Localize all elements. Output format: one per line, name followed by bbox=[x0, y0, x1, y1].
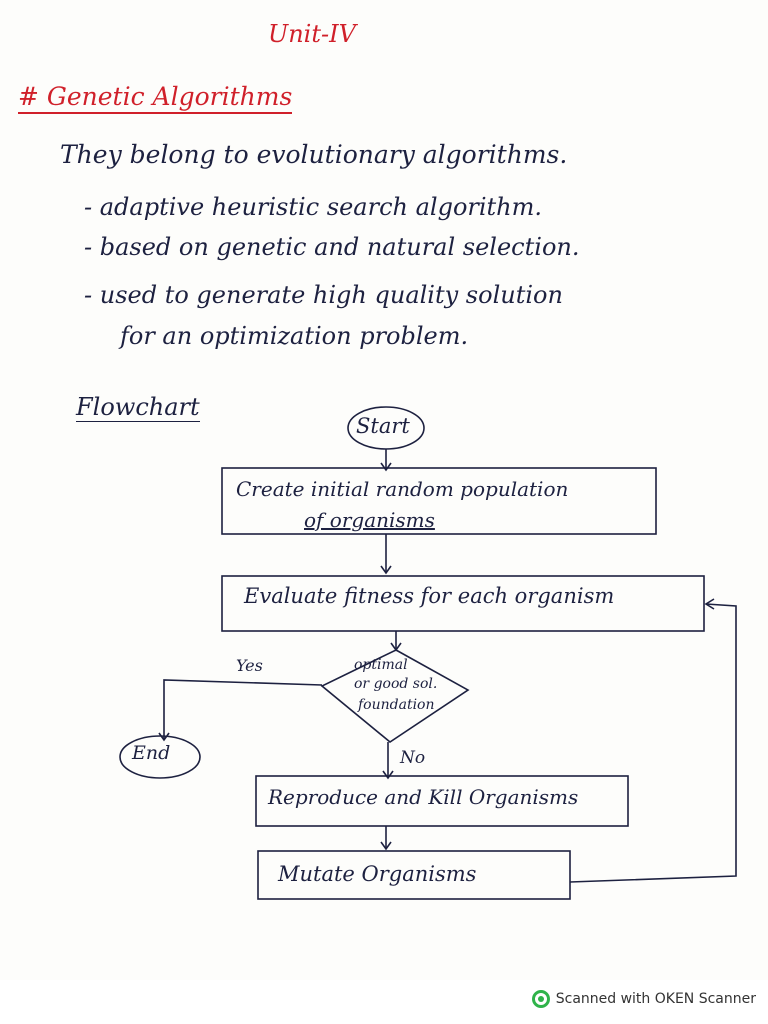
no-label: No bbox=[400, 748, 426, 768]
scanner-footer: Scanned with OKEN Scanner bbox=[0, 980, 768, 1024]
unit-title: Unit-IV bbox=[268, 20, 356, 48]
flowchart-title: Flowchart bbox=[76, 393, 200, 422]
reproduce-label: Reproduce and Kill Organisms bbox=[268, 785, 579, 809]
bullet-point: - used to generate high quality solution bbox=[84, 281, 563, 309]
intro-line: They belong to evolutionary algorithms. bbox=[60, 140, 568, 169]
yes-label: Yes bbox=[236, 656, 263, 675]
decision-label-line1: optimal bbox=[354, 657, 408, 673]
mutate-box bbox=[257, 850, 571, 900]
notebook-page: Unit-IV # Genetic Algorithms They belong… bbox=[18, 20, 737, 900]
decision-label-line3: foundation bbox=[358, 697, 435, 713]
bullet-point: - based on genetic and natural selection… bbox=[84, 233, 580, 261]
connector-yes-end bbox=[163, 679, 323, 740]
bullet-continuation: for an optimization problem. bbox=[120, 322, 469, 350]
create-label-line2: of organisms bbox=[304, 508, 435, 532]
create-label-line1: Create initial random population bbox=[236, 477, 569, 501]
evaluate-label: Evaluate fitness for each organism bbox=[244, 584, 615, 608]
scanner-logo-icon bbox=[531, 990, 550, 1008]
bullet-point: - adaptive heuristic search algorithm. bbox=[84, 193, 543, 221]
start-label: Start bbox=[356, 414, 410, 438]
mutate-label: Mutate Organisms bbox=[278, 862, 477, 886]
connector-loop-back bbox=[569, 603, 737, 883]
scanner-watermark: Scanned with OKEN Scanner bbox=[531, 990, 756, 1008]
end-label: End bbox=[132, 742, 171, 764]
decision-diamond bbox=[320, 649, 470, 743]
reproduce-box bbox=[255, 775, 629, 827]
end-terminal bbox=[119, 735, 201, 779]
flowchart-diagram bbox=[119, 406, 737, 900]
scanner-text: Scanned with OKEN Scanner bbox=[555, 991, 756, 1007]
decision-label-line2: or good sol. bbox=[354, 676, 438, 692]
create-population-box bbox=[221, 467, 657, 535]
evaluate-fitness-box bbox=[221, 575, 705, 632]
section-heading: # Genetic Algorithms bbox=[18, 82, 293, 114]
